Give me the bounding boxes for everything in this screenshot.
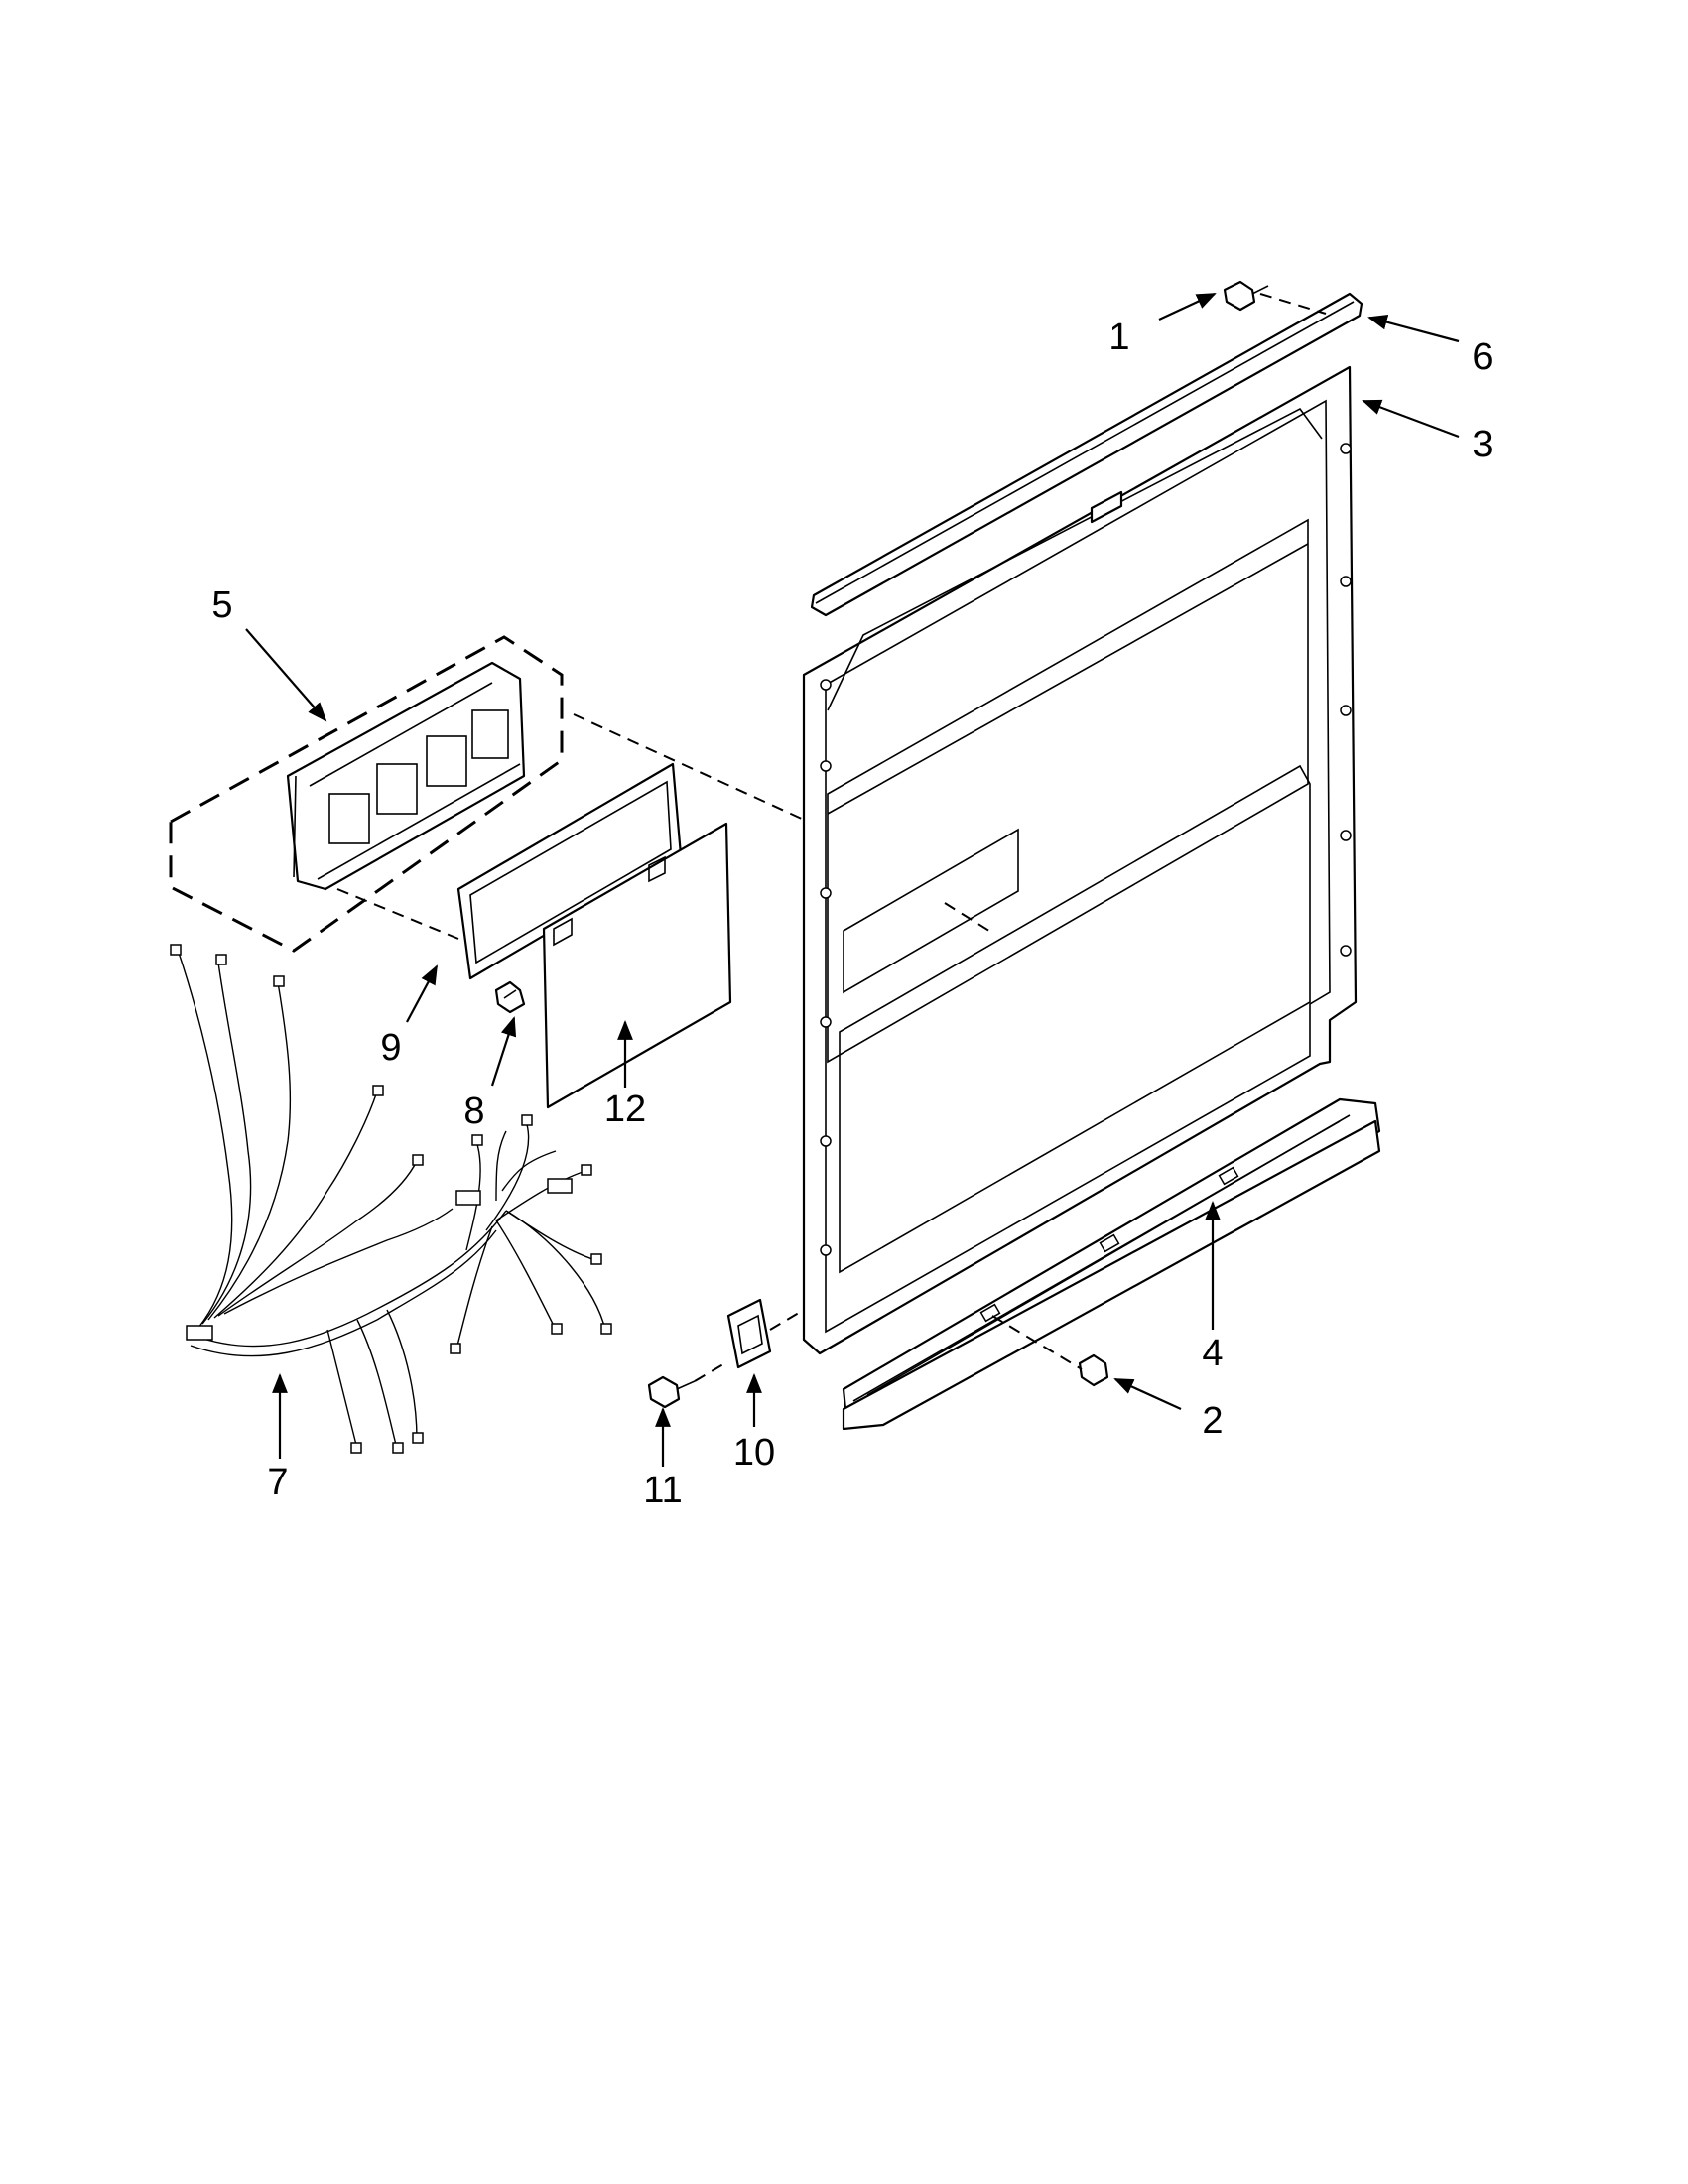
callout-5: 5 (211, 584, 232, 626)
bottom-trim (842, 1097, 1381, 1431)
inner-door-panel (802, 365, 1358, 1355)
top-trim-strip (810, 292, 1363, 617)
callout-2: 2 (1202, 1400, 1223, 1442)
callout-labels: 1 2 3 4 5 6 7 8 9 10 11 12 (211, 317, 1493, 1511)
leader-lines (245, 293, 1460, 1467)
shield-plate (542, 822, 732, 1109)
screw-part-11 (647, 1375, 696, 1409)
callout-10: 10 (733, 1432, 775, 1474)
wire-harness-connectors (170, 944, 612, 1454)
alignment-lines (336, 293, 1327, 1382)
callout-7: 7 (267, 1462, 288, 1503)
callout-11: 11 (643, 1470, 682, 1511)
callout-4: 4 (1202, 1333, 1223, 1374)
control-module-details (328, 709, 509, 844)
callout-6: 6 (1472, 336, 1493, 378)
bottom-trim-clips (979, 1166, 1239, 1323)
callout-3: 3 (1472, 424, 1493, 465)
screw-part-2 (1078, 1353, 1109, 1387)
callout-8: 8 (463, 1091, 484, 1132)
control-module-assembly (169, 635, 564, 953)
bracket (726, 1298, 772, 1369)
screw-part-1 (1223, 280, 1269, 312)
panel-screw-holes (820, 443, 1352, 1256)
callout-12: 12 (604, 1089, 646, 1130)
screw-part-8 (494, 980, 526, 1014)
callout-9: 9 (380, 1027, 401, 1069)
callout-1: 1 (1108, 317, 1129, 358)
wire-harness (170, 944, 612, 1454)
